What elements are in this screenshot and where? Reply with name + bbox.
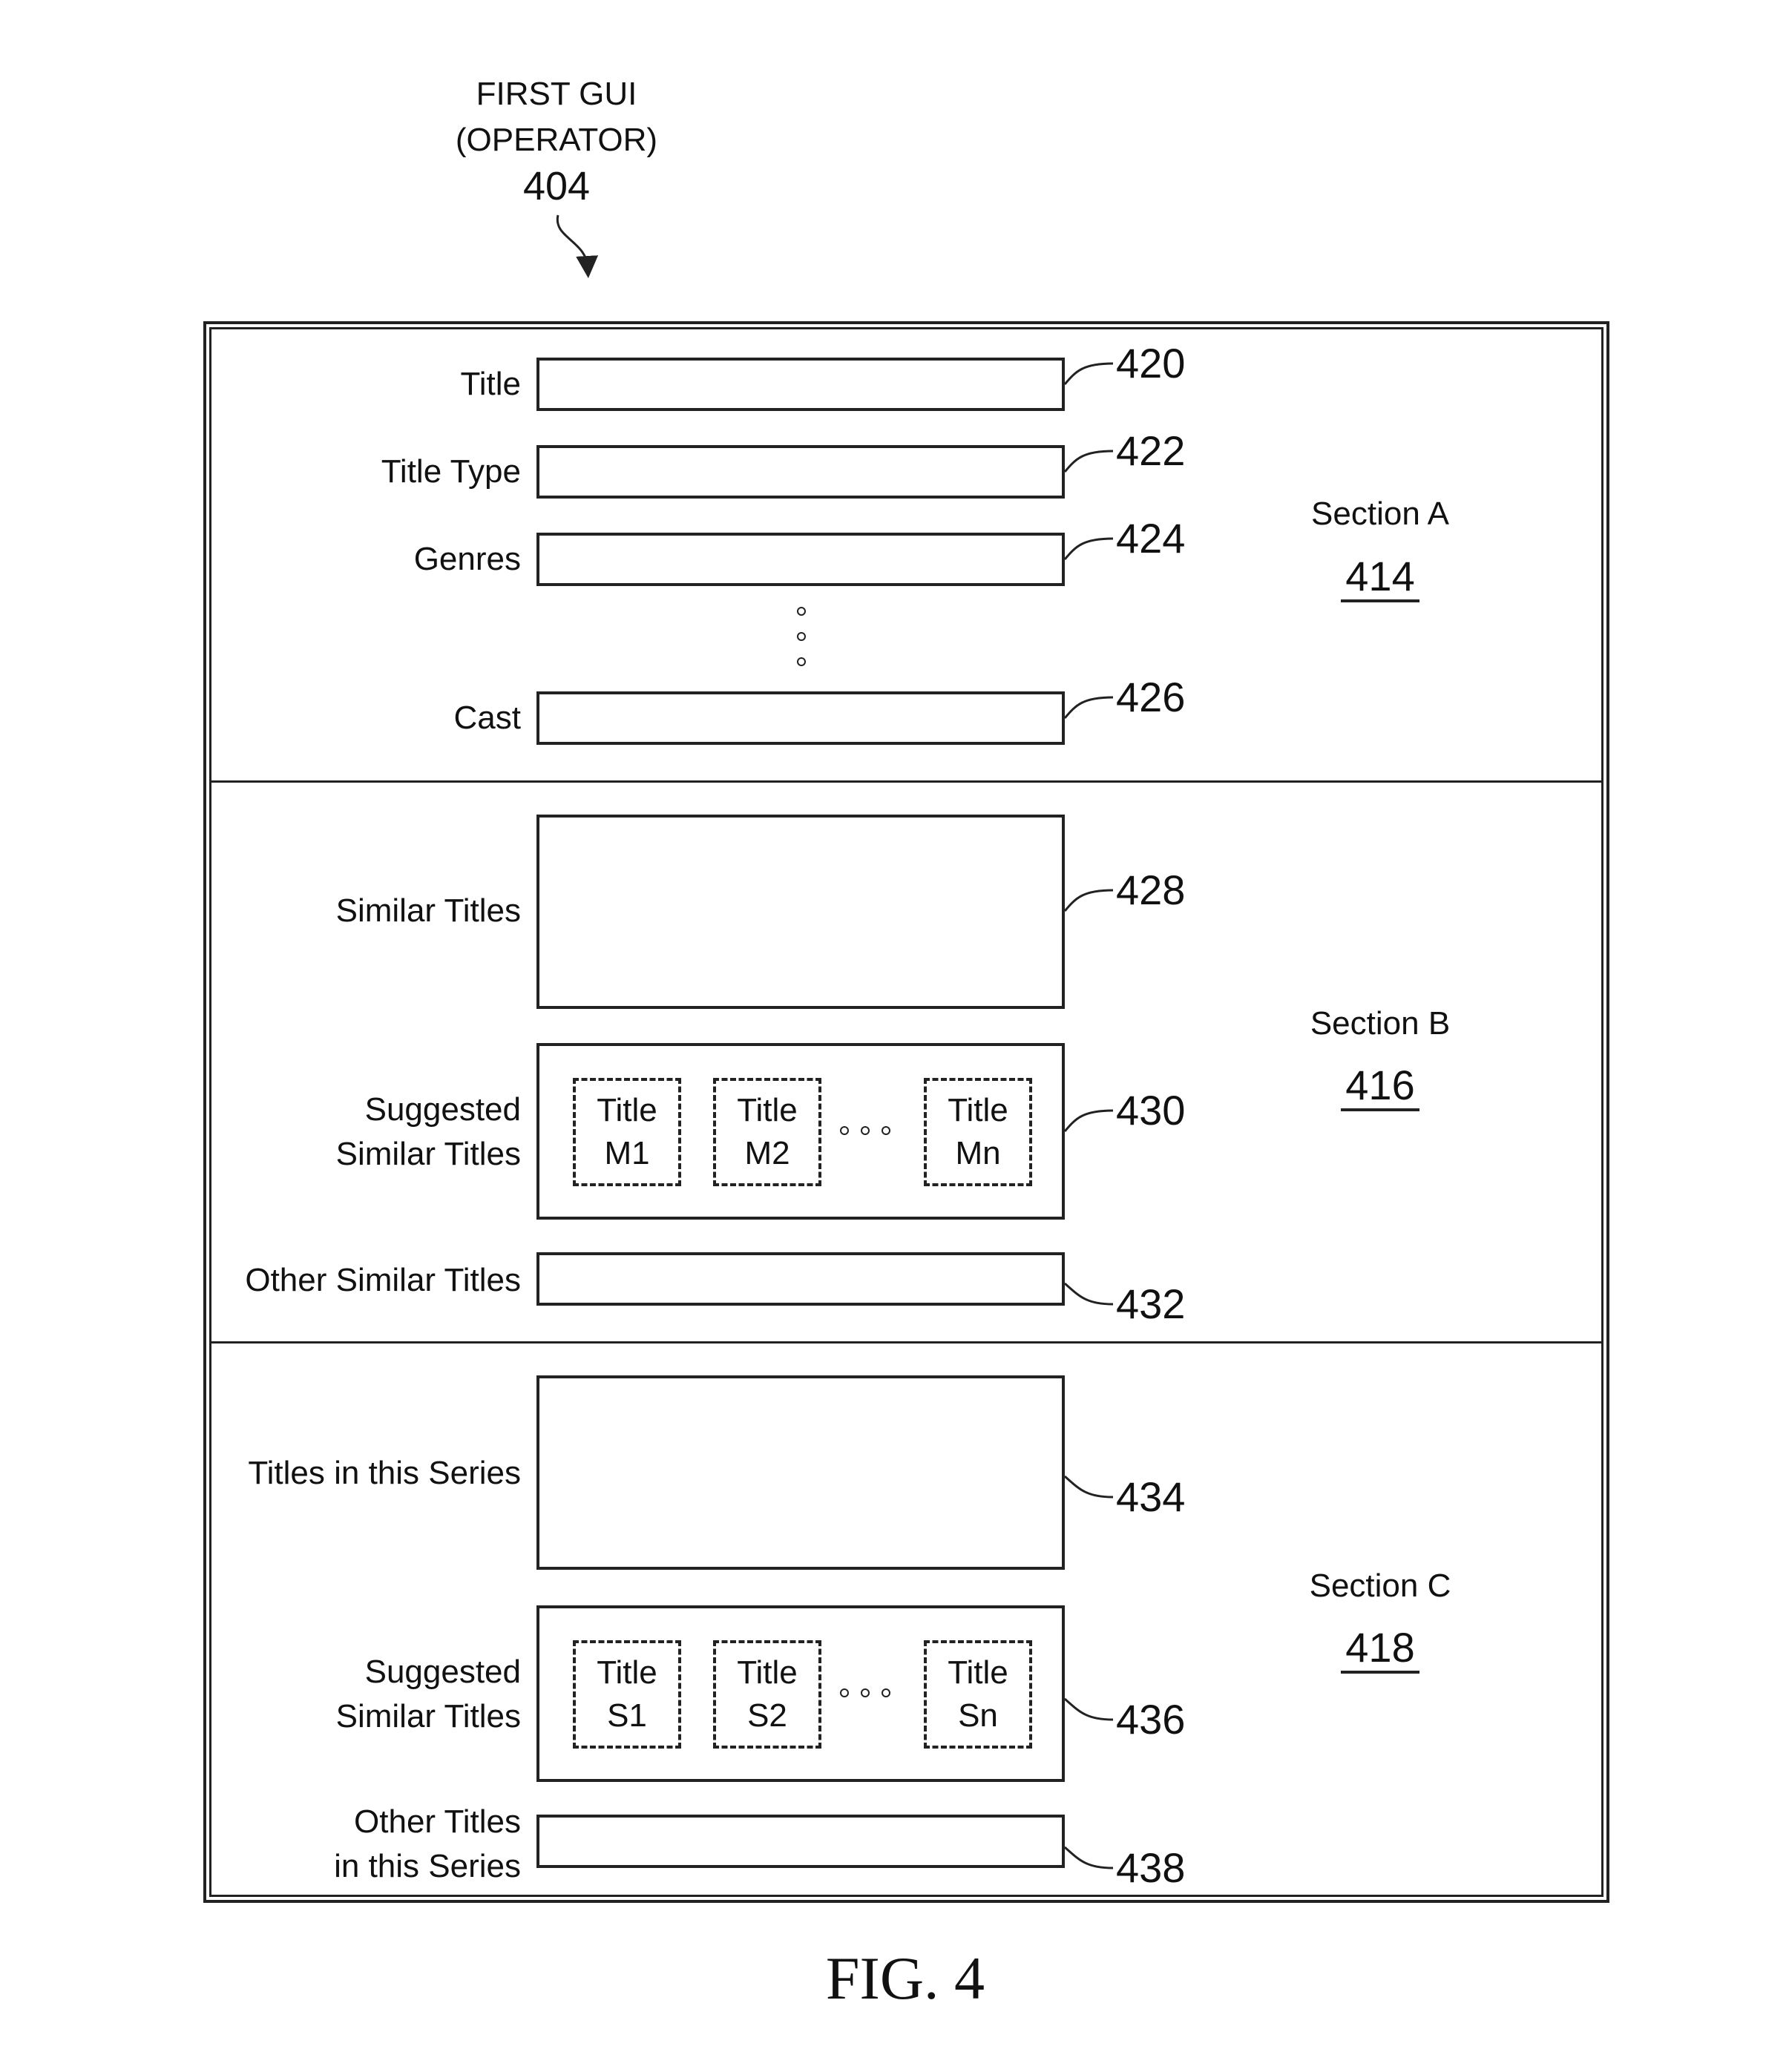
section-b-name: Section B xyxy=(1306,1005,1454,1042)
section-a-name: Section A xyxy=(1306,496,1454,533)
genres-label: Genres xyxy=(414,537,521,582)
gui-pointer-arrow xyxy=(557,215,588,267)
figure-caption: FIG. 4 xyxy=(742,1944,1069,2013)
suggested-title-card-m1[interactable]: TitleM1 xyxy=(573,1078,681,1186)
horizontal-ellipsis-dot xyxy=(840,1126,849,1135)
horizontal-ellipsis-dot xyxy=(882,1126,890,1135)
title-field[interactable] xyxy=(536,358,1065,411)
suggested-title-card-m2[interactable]: TitleM2 xyxy=(713,1078,821,1186)
other-similar-titles-field[interactable] xyxy=(536,1252,1065,1306)
ref-430: 430 xyxy=(1116,1088,1185,1133)
title-label: Title xyxy=(461,362,522,407)
ref-428: 428 xyxy=(1116,868,1185,912)
vertical-ellipsis-dot xyxy=(797,632,806,641)
ref-438: 438 xyxy=(1116,1846,1185,1890)
similar-titles-box[interactable] xyxy=(536,815,1065,1009)
suggested-similar-label-line2: Similar Titles xyxy=(336,1132,521,1177)
horizontal-ellipsis-dot xyxy=(861,1688,870,1697)
suggested-similar-label-line1: Suggested xyxy=(365,1088,521,1132)
ref-426: 426 xyxy=(1116,675,1185,720)
section-divider-ab xyxy=(209,780,1603,783)
horizontal-ellipsis-dot xyxy=(882,1688,890,1697)
titles-in-series-label: Titles in this Series xyxy=(248,1451,521,1496)
vertical-ellipsis-dot xyxy=(797,607,806,616)
ref-424: 424 xyxy=(1116,516,1185,561)
vertical-ellipsis-dot xyxy=(797,657,806,666)
section-divider-bc xyxy=(209,1341,1603,1343)
ref-432: 432 xyxy=(1116,1282,1185,1326)
horizontal-ellipsis-dot xyxy=(840,1688,849,1697)
title-type-field[interactable] xyxy=(536,445,1065,499)
suggested-title-card-mn[interactable]: TitleMn xyxy=(924,1078,1032,1186)
suggested-title-card-sn[interactable]: TitleSn xyxy=(924,1640,1032,1749)
cast-label: Cast xyxy=(454,696,521,740)
title-type-label: Title Type xyxy=(381,450,521,494)
other-titles-series-label-line1: Other Titles xyxy=(354,1800,521,1844)
cast-field[interactable] xyxy=(536,691,1065,745)
ref-436: 436 xyxy=(1116,1697,1185,1742)
ref-434: 434 xyxy=(1116,1475,1185,1519)
other-similar-titles-label: Other Similar Titles xyxy=(245,1258,521,1303)
ref-420: 420 xyxy=(1116,341,1185,386)
suggested-series-label-line2: Similar Titles xyxy=(336,1694,521,1739)
suggested-title-card-s1[interactable]: TitleS1 xyxy=(573,1640,681,1749)
suggested-title-card-s2[interactable]: TitleS2 xyxy=(713,1640,821,1749)
ref-422: 422 xyxy=(1116,429,1185,473)
other-titles-series-label-line2: in this Series xyxy=(334,1844,521,1889)
other-titles-in-series-field[interactable] xyxy=(536,1815,1065,1868)
similar-titles-label: Similar Titles xyxy=(336,889,521,933)
genres-field[interactable] xyxy=(536,533,1065,586)
titles-in-series-box[interactable] xyxy=(536,1375,1065,1570)
section-b-number: 416 xyxy=(1306,1061,1454,1109)
suggested-series-label-line1: Suggested xyxy=(365,1650,521,1694)
section-c-number: 418 xyxy=(1306,1623,1454,1671)
section-a-number: 414 xyxy=(1306,552,1454,600)
horizontal-ellipsis-dot xyxy=(861,1126,870,1135)
section-c-name: Section C xyxy=(1306,1568,1454,1605)
